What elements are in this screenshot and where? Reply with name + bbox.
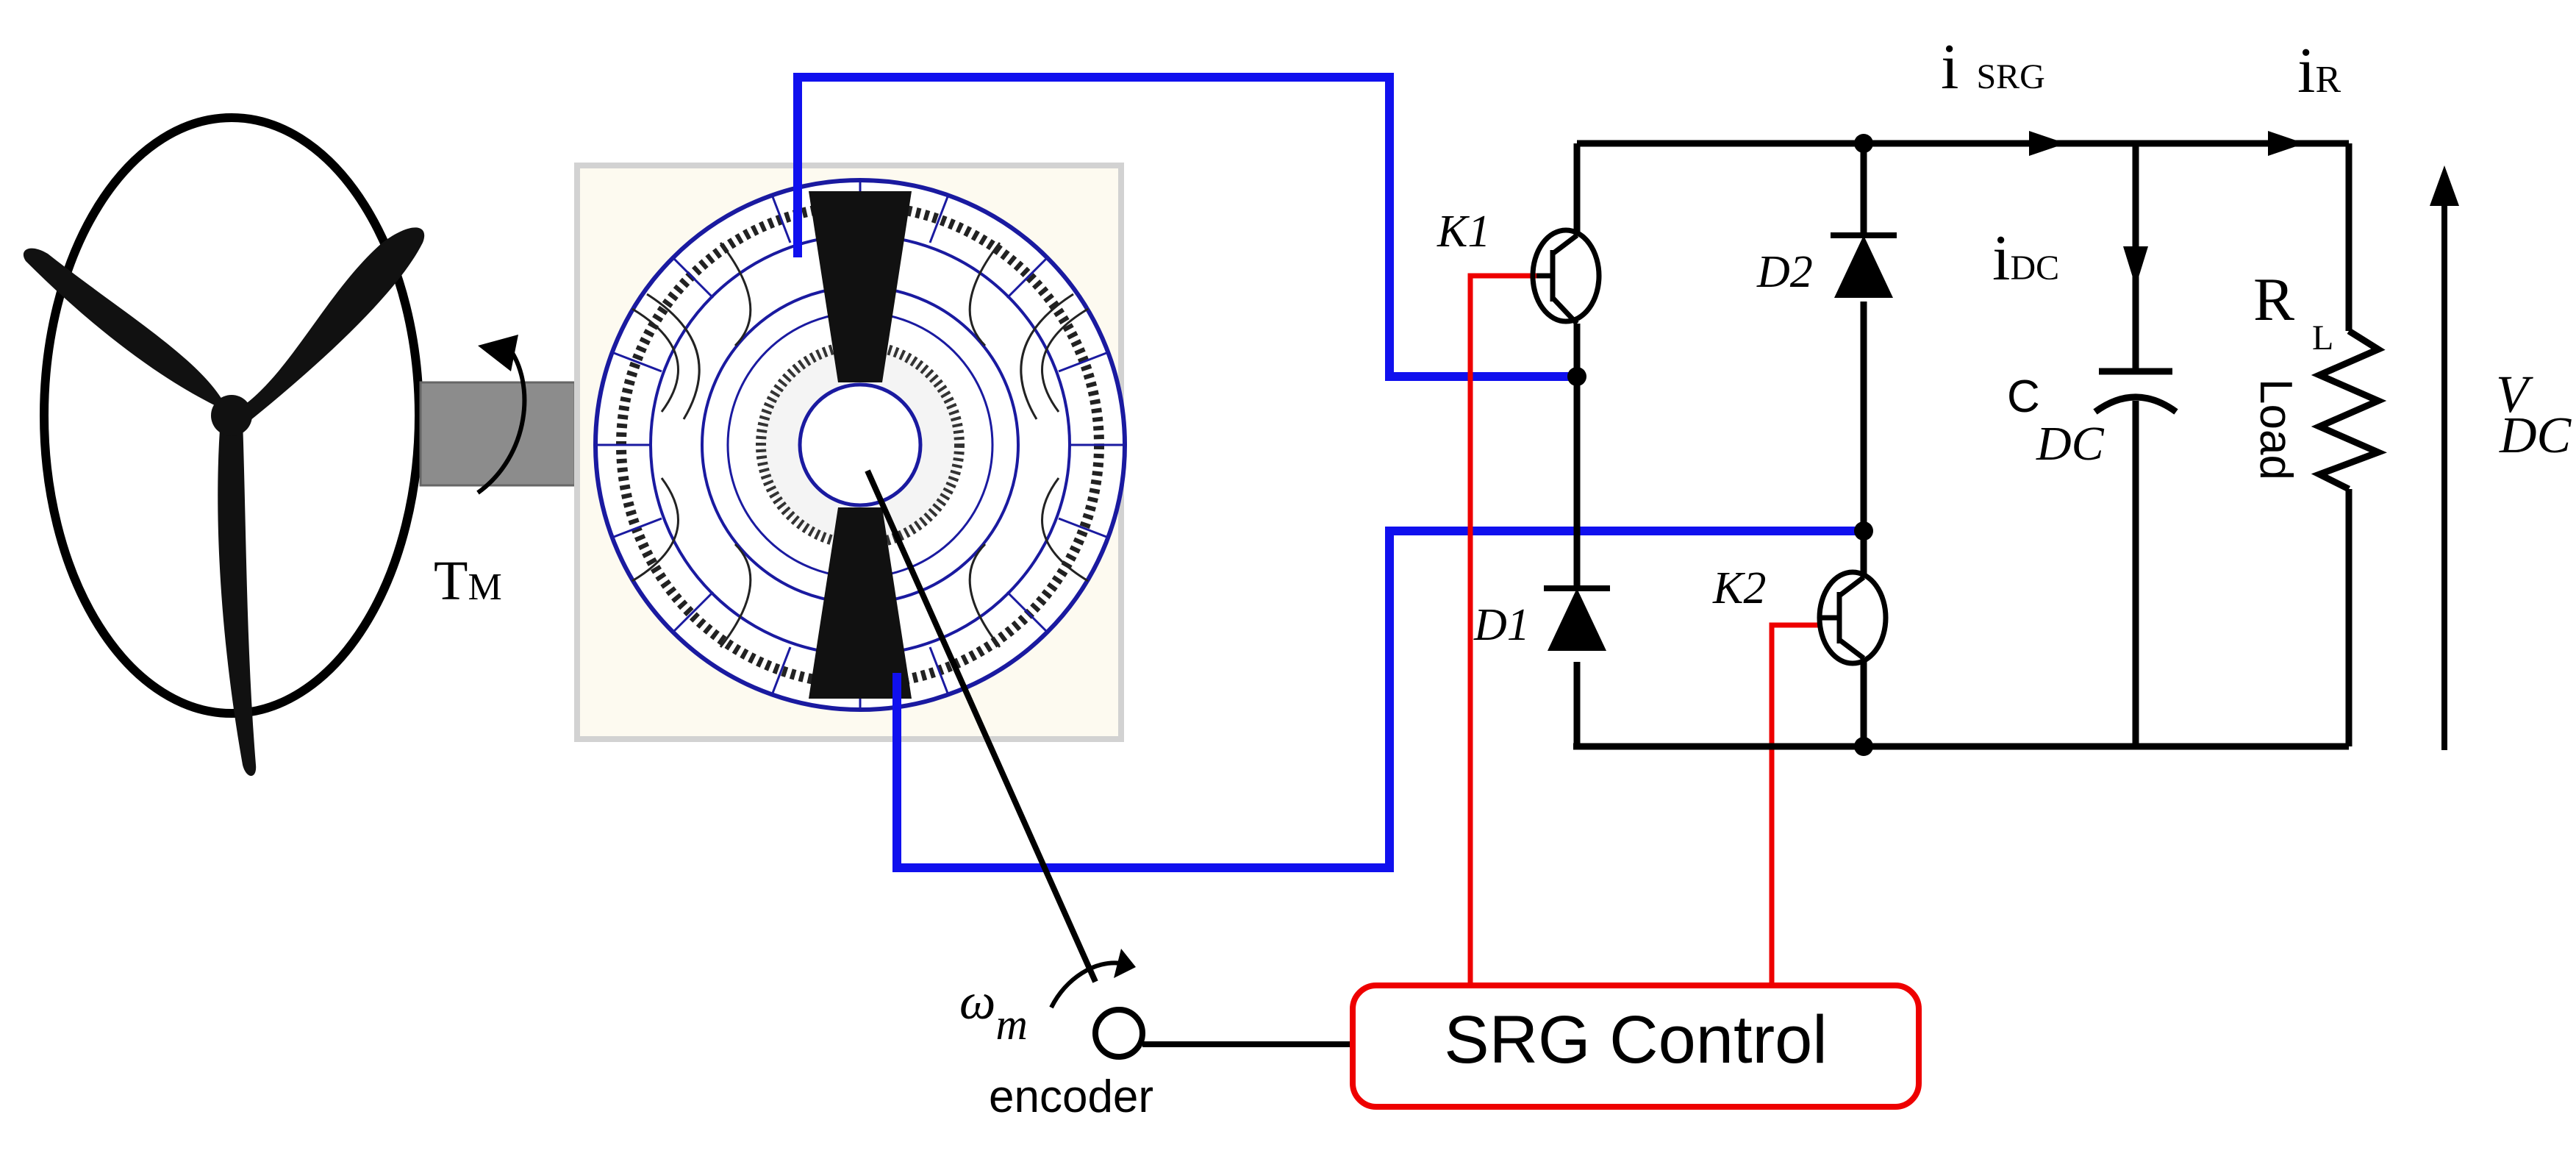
omega-arrow-icon	[1049, 960, 1122, 1009]
circuit-nodes	[1567, 134, 1873, 756]
torque-arrow-icon	[476, 344, 527, 495]
turbine-blade-upper-right	[232, 227, 425, 427]
switch-k2	[1817, 569, 1889, 666]
i-dc-arrow-icon	[2123, 246, 2148, 287]
encoder-arm	[865, 469, 1098, 983]
i-r-arrow-icon	[2268, 131, 2305, 156]
svg-text:R: R	[2253, 265, 2294, 334]
i-r-subscript: R	[2315, 59, 2341, 101]
gate-wire-k2	[1769, 622, 1820, 985]
i-srg-arrow-icon	[2029, 131, 2066, 156]
capacitor-cdc	[2093, 368, 2178, 415]
srg-cross-section	[593, 178, 1127, 712]
wind-turbine	[23, 113, 425, 776]
diode-d2	[1831, 232, 1897, 298]
winding-wire-top	[793, 73, 1573, 381]
d2-label: D2	[1756, 247, 1813, 297]
i-r-label: i	[2297, 35, 2315, 107]
srg-control-box	[1350, 983, 1922, 1110]
cdc-subscript: DC	[2036, 417, 2105, 471]
svg-text:TM: TM	[434, 550, 502, 612]
svg-text:iDC: iDC	[1992, 223, 2059, 294]
torque-arrowhead-icon	[478, 335, 518, 371]
omega-arrowhead-icon	[1114, 949, 1136, 978]
d1-label: D1	[1473, 600, 1530, 650]
vdc-label: V	[2496, 365, 2533, 424]
svg-text:V: V	[2496, 365, 2533, 424]
turbine-ring	[40, 113, 423, 718]
turbine-hub	[211, 395, 252, 436]
i-srg-label: i	[1941, 32, 1958, 103]
diode-d1	[1544, 585, 1610, 651]
turbine-shaft	[419, 381, 576, 487]
omega-label: ω	[959, 974, 995, 1030]
i-dc-label: i	[1992, 223, 2010, 294]
cdc-label: C	[2007, 371, 2040, 422]
vdc-subscript: DC	[2499, 407, 2572, 464]
winding-wire-bottom	[892, 527, 1860, 872]
gate-wire-k1	[1467, 273, 1536, 985]
load-label: Load	[2250, 379, 2301, 480]
svg-text:C: C	[2007, 371, 2040, 422]
i-srg-subscript: SRG	[1976, 57, 2044, 96]
phase-winding-wires	[793, 73, 1860, 872]
converter-wiring	[1573, 140, 2353, 750]
i-dc-subscript: DC	[2010, 249, 2059, 288]
svg-text:ωm: ωm	[959, 974, 1028, 1049]
rl-label: R	[2253, 265, 2294, 334]
k2-label: K2	[1712, 563, 1766, 613]
vdc-arrowhead-icon	[2430, 165, 2459, 206]
resistor-rl-icon	[2311, 328, 2387, 493]
rl-subscript: L	[2312, 318, 2333, 357]
encoder-icon	[1092, 1007, 1145, 1060]
switch-k1	[1530, 227, 1602, 326]
svg-text:iR: iR	[2297, 35, 2341, 107]
omega-subscript: m	[995, 1000, 1027, 1049]
turbine-blade-bottom	[218, 419, 257, 776]
torque-label: T	[434, 550, 468, 612]
k1-label: K1	[1437, 207, 1490, 257]
encoder-label: encoder	[989, 1071, 1153, 1122]
srg-control-label: SRG Control	[1444, 1002, 1828, 1077]
torque-subscript: M	[468, 566, 501, 608]
turbine-blade-left	[23, 248, 232, 413]
gate-signal-wires	[1467, 273, 1820, 985]
